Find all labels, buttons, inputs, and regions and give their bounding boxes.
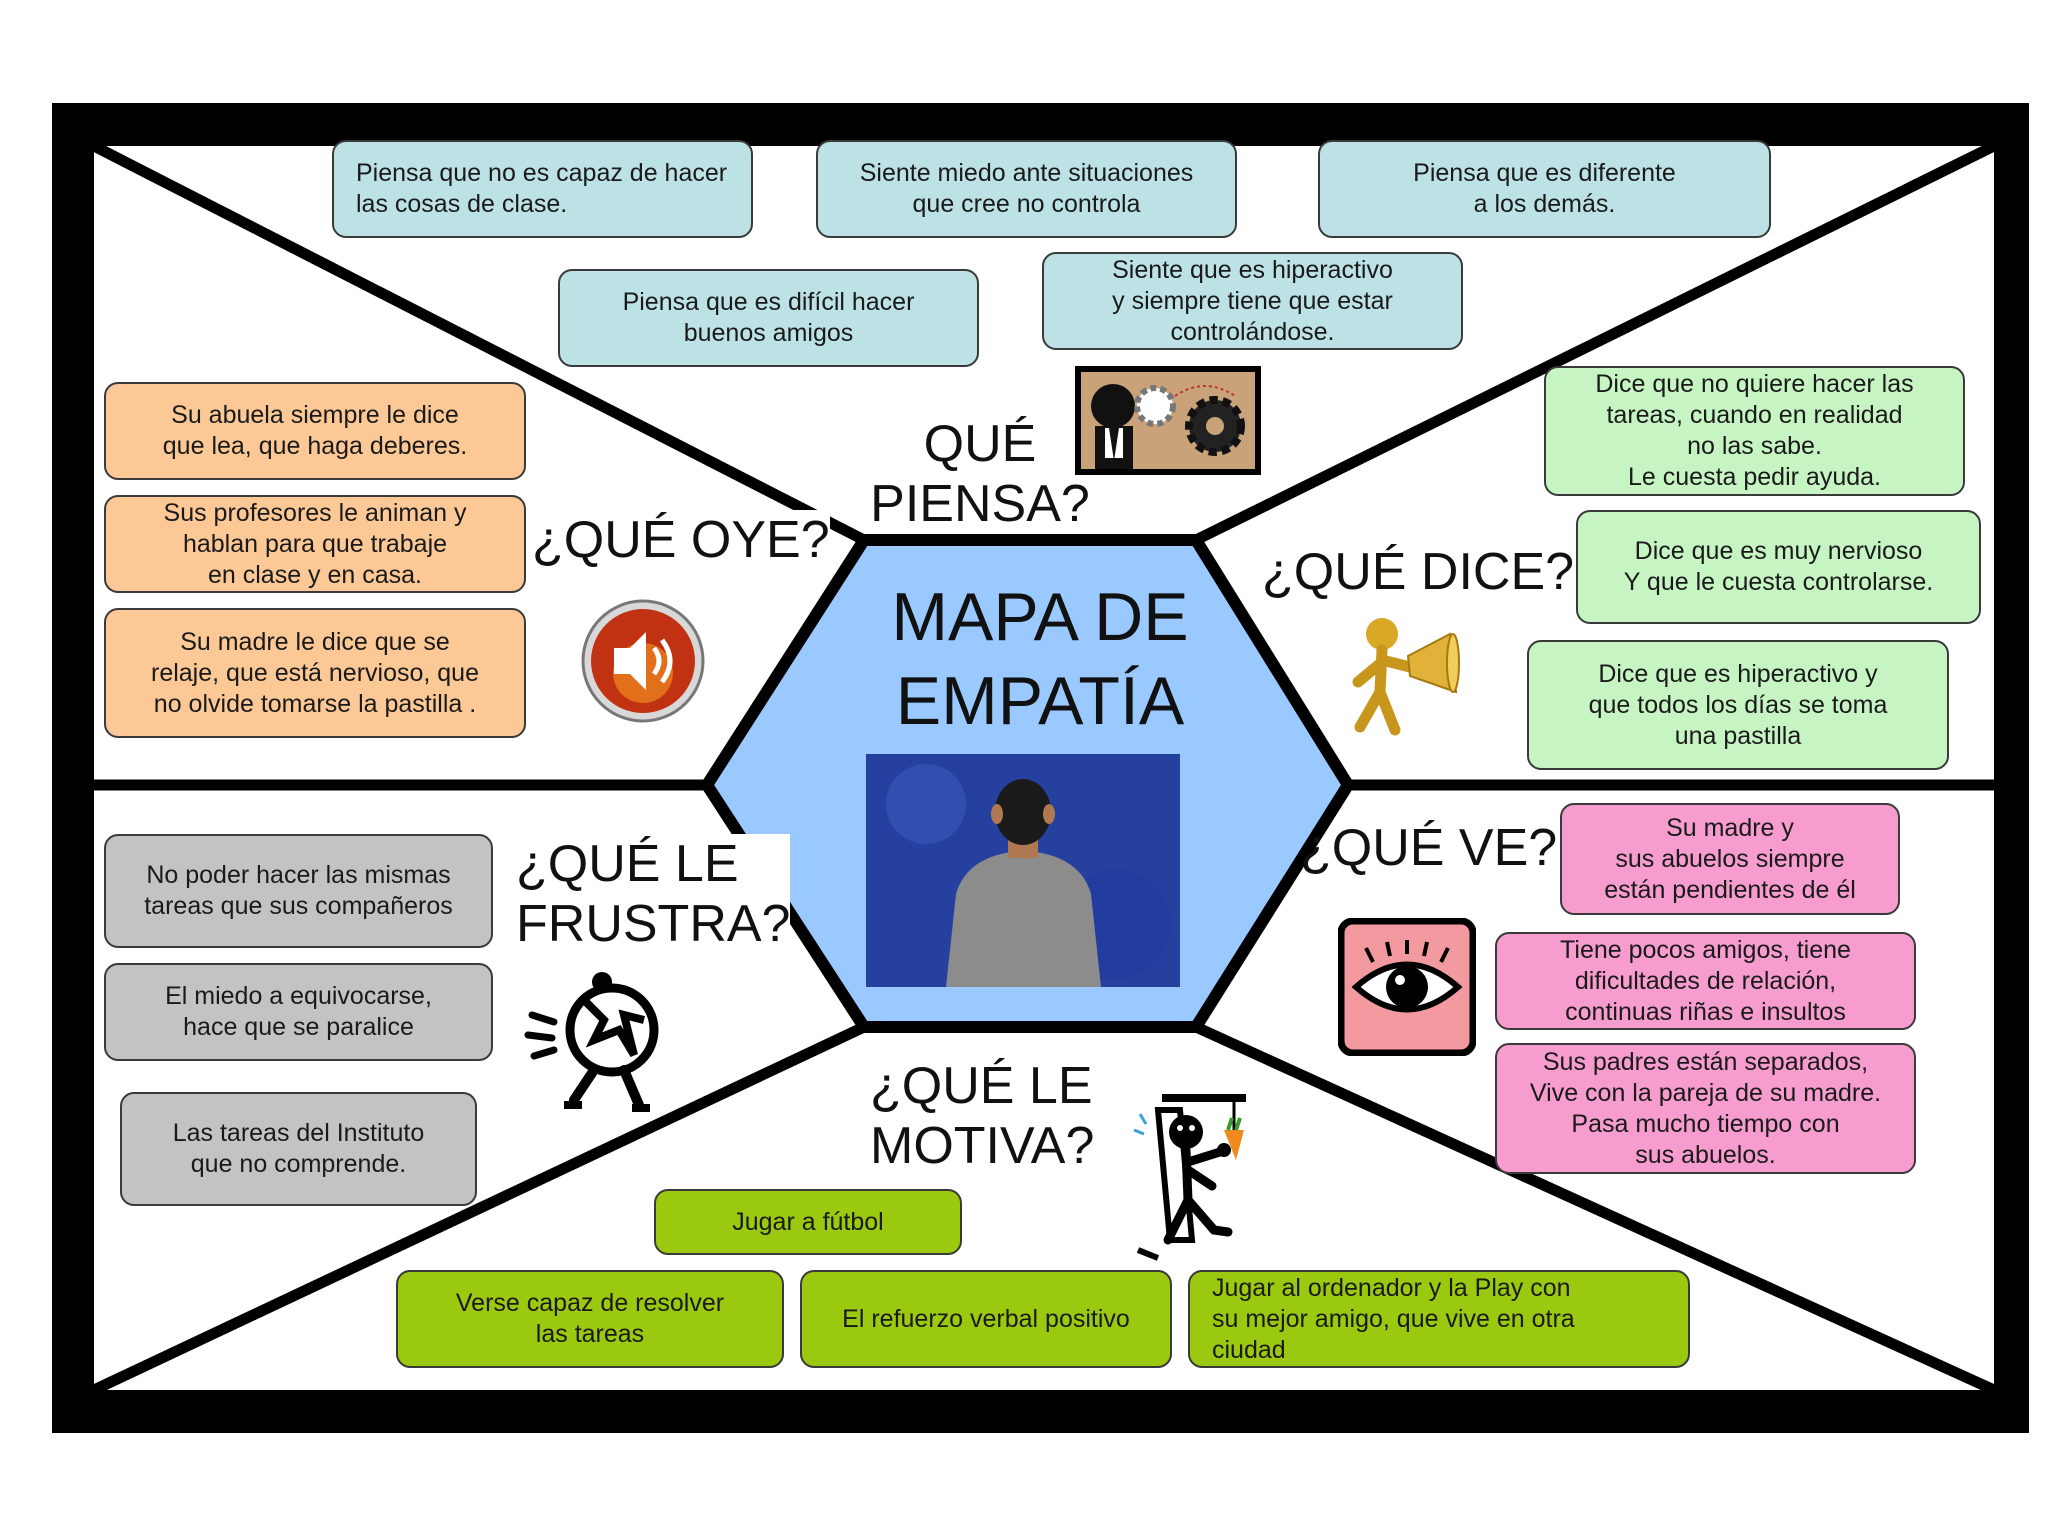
divider-bottom-right bbox=[1193, 1021, 1997, 1396]
divider-bottom-left bbox=[91, 1022, 867, 1395]
oye-note-1: Su abuela siempre le dice que lea, que h… bbox=[104, 382, 526, 480]
heading-que-piensa: QUÉ PIENSA? bbox=[870, 414, 1090, 534]
oye-note-3: Su madre le dice que se relaje, que está… bbox=[104, 608, 526, 738]
heading-que-le-motiva: ¿QUÉ LE MOTIVA? bbox=[870, 1056, 1095, 1176]
thinking-gears-icon bbox=[1075, 366, 1261, 475]
piensa-note-2: Siente miedo ante situaciones que cree n… bbox=[816, 140, 1237, 238]
frustra-note-1: No poder hacer las mismas tareas que sus… bbox=[104, 834, 493, 948]
frustrated-figure-icon bbox=[524, 972, 659, 1112]
divider-top-right bbox=[1193, 141, 1997, 545]
heading-que-dice: ¿QUÉ DICE? bbox=[1262, 542, 1575, 602]
motiva-note-3: El refuerzo verbal positivo bbox=[800, 1270, 1172, 1368]
frustra-note-3: Las tareas del Instituto que no comprend… bbox=[120, 1092, 477, 1206]
speaker-icon bbox=[581, 599, 705, 723]
piensa-note-1: Piensa que no es capaz de hacer las cosa… bbox=[332, 140, 753, 238]
divider-top-left bbox=[91, 141, 867, 545]
megaphone-figure-icon bbox=[1352, 618, 1460, 736]
dice-note-3: Dice que es hiperactivo y que todos los … bbox=[1527, 640, 1949, 770]
ve-note-1: Su madre y sus abuelos siempre están pen… bbox=[1560, 803, 1900, 915]
motiva-note-4: Jugar al ordenador y la Play con su mejo… bbox=[1188, 1270, 1690, 1368]
piensa-note-3: Piensa que es diferente a los demás. bbox=[1318, 140, 1771, 238]
eye-icon bbox=[1338, 918, 1476, 1056]
oye-note-2: Sus profesores le animan y hablan para q… bbox=[104, 495, 526, 593]
dice-note-2: Dice que es muy nervioso Y que le cuesta… bbox=[1576, 510, 1981, 624]
motiva-note-1: Jugar a fútbol bbox=[654, 1189, 962, 1255]
ve-note-3: Sus padres están separados, Vive con la … bbox=[1495, 1043, 1916, 1174]
piensa-note-5: Siente que es hiperactivo y siempre tien… bbox=[1042, 252, 1463, 350]
heading-que-ve: ¿QUÉ VE? bbox=[1300, 819, 1558, 877]
map-title: MAPA DE EMPATÍA bbox=[891, 579, 1189, 739]
ve-note-2: Tiene pocos amigos, tiene dificultades d… bbox=[1495, 932, 1916, 1030]
heading-que-oye: ¿QUÉ OYE? bbox=[532, 510, 830, 570]
boy-facing-wall-photo bbox=[866, 754, 1180, 987]
piensa-note-4: Piensa que es difícil hacer buenos amigo… bbox=[558, 269, 979, 367]
motiva-note-2: Verse capaz de resolver las tareas bbox=[396, 1270, 784, 1368]
carrot-motivation-icon bbox=[1133, 1094, 1246, 1261]
frustra-note-2: El miedo a equivocarse, hace que se para… bbox=[104, 963, 493, 1061]
dice-note-1: Dice que no quiere hacer las tareas, cua… bbox=[1544, 366, 1965, 496]
heading-que-le-frustra: ¿QUÉ LE FRUSTRA? bbox=[516, 834, 791, 954]
